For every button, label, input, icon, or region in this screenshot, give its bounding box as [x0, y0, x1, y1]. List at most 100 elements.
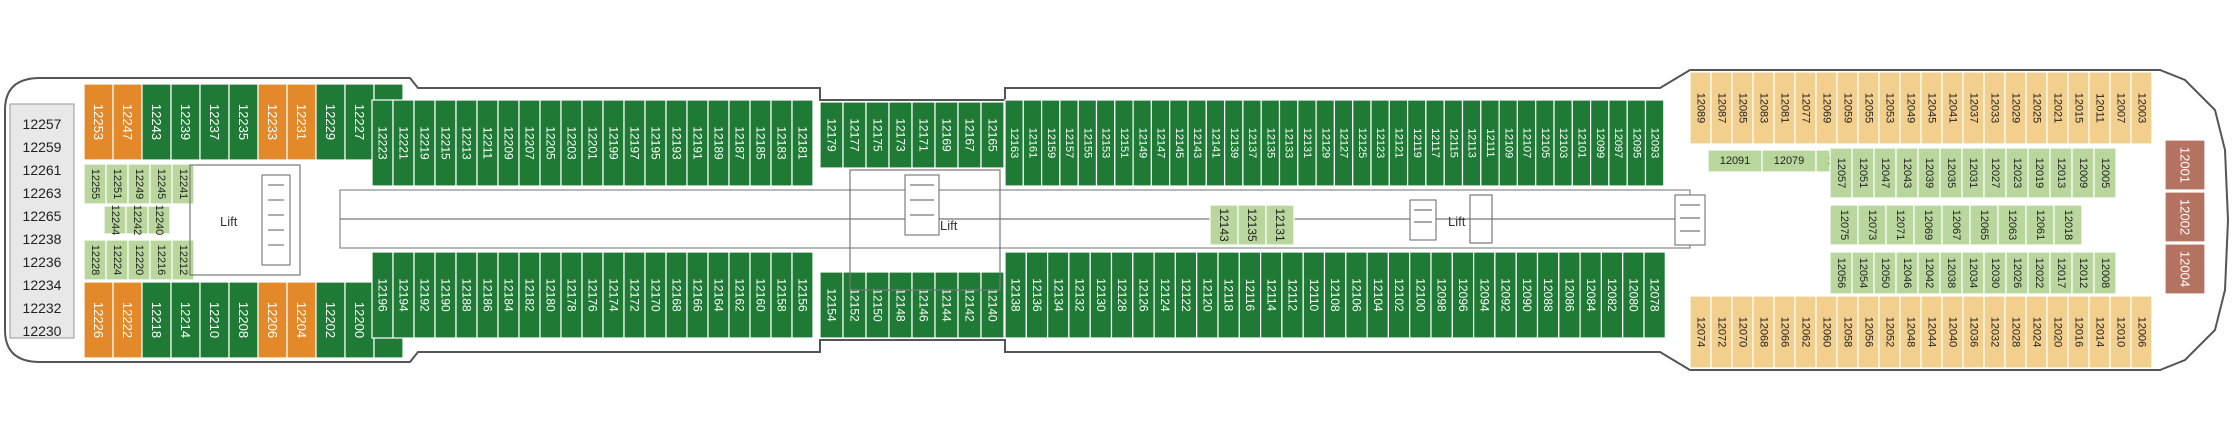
cabin-12071[interactable]: 12071	[1885, 204, 1915, 246]
cabin-12127[interactable]: 12127	[1333, 99, 1354, 187]
cabin-12181[interactable]: 12181	[791, 99, 814, 187]
cabin-12026[interactable]: 12026	[2005, 251, 2029, 295]
cabin-12189[interactable]: 12189	[707, 99, 730, 187]
cabin-12177[interactable]: 12177	[842, 101, 867, 169]
cabin-12169[interactable]: 12169	[934, 101, 959, 169]
cabin-12039[interactable]: 12039	[1917, 147, 1941, 199]
cabin-12049[interactable]: 12049	[1899, 71, 1922, 145]
cabin-12255[interactable]: 12255	[83, 163, 107, 205]
cabin-12243[interactable]: 12243	[141, 83, 172, 161]
aft-cabin-number[interactable]: 12230	[23, 323, 62, 339]
cabin-12199[interactable]: 12199	[602, 99, 625, 187]
cabin-12082[interactable]: 12082	[1600, 251, 1624, 339]
cabin-12020[interactable]: 12020	[2046, 295, 2069, 369]
cabin-12027[interactable]: 12027	[1983, 147, 2007, 199]
cabin-12015[interactable]: 12015	[2067, 71, 2090, 145]
cabin-12179[interactable]: 12179	[819, 101, 844, 169]
cabin-12151[interactable]: 12151	[1114, 99, 1134, 187]
cabin-12050[interactable]: 12050	[1873, 251, 1897, 295]
cabin-12122[interactable]: 12122	[1174, 251, 1198, 339]
cabin-12242[interactable]: 12242	[125, 205, 149, 236]
cabin-12162[interactable]: 12162	[728, 251, 751, 339]
cabin-12216[interactable]: 12216	[149, 239, 173, 281]
cabin-12038[interactable]: 12038	[1939, 251, 1963, 295]
cabin-12150[interactable]: 12150	[865, 271, 890, 339]
cabin-12056[interactable]: 12056	[1857, 295, 1880, 369]
cabin-12012[interactable]: 12012	[2071, 251, 2095, 295]
cabin-12008[interactable]: 12008	[2093, 251, 2117, 295]
cabin-12098[interactable]: 12098	[1430, 251, 1453, 339]
cabin-12018[interactable]: 12018	[2053, 204, 2083, 246]
cabin-12237[interactable]: 12237	[199, 83, 230, 161]
cabin-12141[interactable]: 12141	[1205, 99, 1226, 187]
cabin-12200[interactable]: 12200	[344, 281, 375, 359]
cabin-12075[interactable]: 12075	[1829, 204, 1859, 246]
cabin-12032[interactable]: 12032	[1983, 295, 2006, 369]
cabin-12244[interactable]: 12244	[103, 205, 127, 236]
cabin-12069[interactable]: 12069	[1913, 204, 1943, 246]
cabin-12106[interactable]: 12106	[1345, 251, 1368, 339]
cabin-12014[interactable]: 12014	[2088, 295, 2111, 369]
cabin-12210[interactable]: 12210	[199, 281, 230, 359]
cabin-12034[interactable]: 12034	[1961, 251, 1985, 295]
cabin-12147[interactable]: 12147	[1150, 99, 1171, 187]
cabin-12035[interactable]: 12035	[1939, 147, 1963, 199]
cabin-12145[interactable]: 12145	[1169, 99, 1189, 187]
cabin-12095[interactable]: 12095	[1626, 99, 1647, 187]
cabin-12078[interactable]: 12078	[1643, 251, 1666, 339]
cabin-12009[interactable]: 12009	[2071, 147, 2095, 199]
cabin-12057[interactable]: 12057	[1829, 147, 1853, 199]
cabin-12158[interactable]: 12158	[770, 251, 793, 339]
cabin-12143[interactable]: 12143	[1187, 99, 1207, 187]
cabin-12124[interactable]: 12124	[1153, 251, 1176, 339]
aft-cabin-number[interactable]: 12236	[23, 254, 62, 270]
cabin-12104[interactable]: 12104	[1366, 251, 1389, 339]
cabin-12205[interactable]: 12205	[539, 99, 562, 187]
cabin-12136[interactable]: 12136	[1025, 251, 1049, 339]
cabin-12055[interactable]: 12055	[1857, 71, 1880, 145]
cabin-12054[interactable]: 12054	[1851, 251, 1875, 295]
cabin-12185[interactable]: 12185	[749, 99, 772, 187]
cabin-12123[interactable]: 12123	[1370, 99, 1390, 187]
cabin-12197[interactable]: 12197	[623, 99, 646, 187]
cabin-12025[interactable]: 12025	[2025, 71, 2048, 145]
cabin-12140[interactable]: 12140	[980, 271, 1005, 339]
cabin-12081[interactable]: 12081	[1773, 71, 1796, 145]
cabin-12045[interactable]: 12045	[1920, 71, 1943, 145]
cabin-12114[interactable]: 12114	[1259, 251, 1283, 339]
aft-cabin-number[interactable]: 12265	[23, 208, 62, 224]
cabin-12116[interactable]: 12116	[1238, 251, 1262, 339]
cabin-12146[interactable]: 12146	[911, 271, 936, 339]
cabin-12022[interactable]: 12022	[2027, 251, 2051, 295]
cabin-12037[interactable]: 12037	[1962, 71, 1985, 145]
cabin-12117[interactable]: 12117	[1425, 99, 1445, 187]
cabin-12046[interactable]: 12046	[1895, 251, 1919, 295]
cabin-12062[interactable]: 12062	[1794, 295, 1817, 369]
cabin-12118[interactable]: 12118	[1217, 251, 1240, 339]
cabin-12219[interactable]: 12219	[413, 99, 436, 187]
cabin-12002[interactable]: 12002	[2164, 191, 2206, 243]
cabin-12030[interactable]: 12030	[1983, 251, 2007, 295]
cabin-12007[interactable]: 12007	[2109, 71, 2132, 145]
cabin-12097[interactable]: 12097	[1608, 99, 1628, 187]
cabin-12171[interactable]: 12171	[911, 101, 936, 169]
cabin-12190[interactable]: 12190	[434, 251, 457, 339]
cabin-12063[interactable]: 12063	[1997, 204, 2027, 246]
cabin-12120[interactable]: 12120	[1196, 251, 1219, 339]
cabin-12119[interactable]: 12119	[1406, 99, 1427, 187]
cabin-12194[interactable]: 12194	[392, 251, 415, 339]
cabin-12004[interactable]: 12004	[2164, 243, 2206, 295]
cabin-12192[interactable]: 12192	[413, 251, 436, 339]
cabin-12222[interactable]: 12222	[112, 281, 143, 359]
cabin-12196[interactable]: 12196	[371, 251, 394, 339]
cabin-12183[interactable]: 12183	[770, 99, 793, 187]
cabin-12212[interactable]: 12212	[171, 239, 195, 281]
cabin-12157[interactable]: 12157	[1059, 99, 1079, 187]
cabin-12224[interactable]: 12224	[105, 239, 129, 281]
cabin-12209[interactable]: 12209	[497, 99, 520, 187]
cabin-12193[interactable]: 12193	[665, 99, 688, 187]
cabin-12108[interactable]: 12108	[1323, 251, 1347, 339]
cabin-12017[interactable]: 12017	[2049, 251, 2073, 295]
cabin-12168[interactable]: 12168	[665, 251, 688, 339]
cabin-12067[interactable]: 12067	[1941, 204, 1971, 246]
